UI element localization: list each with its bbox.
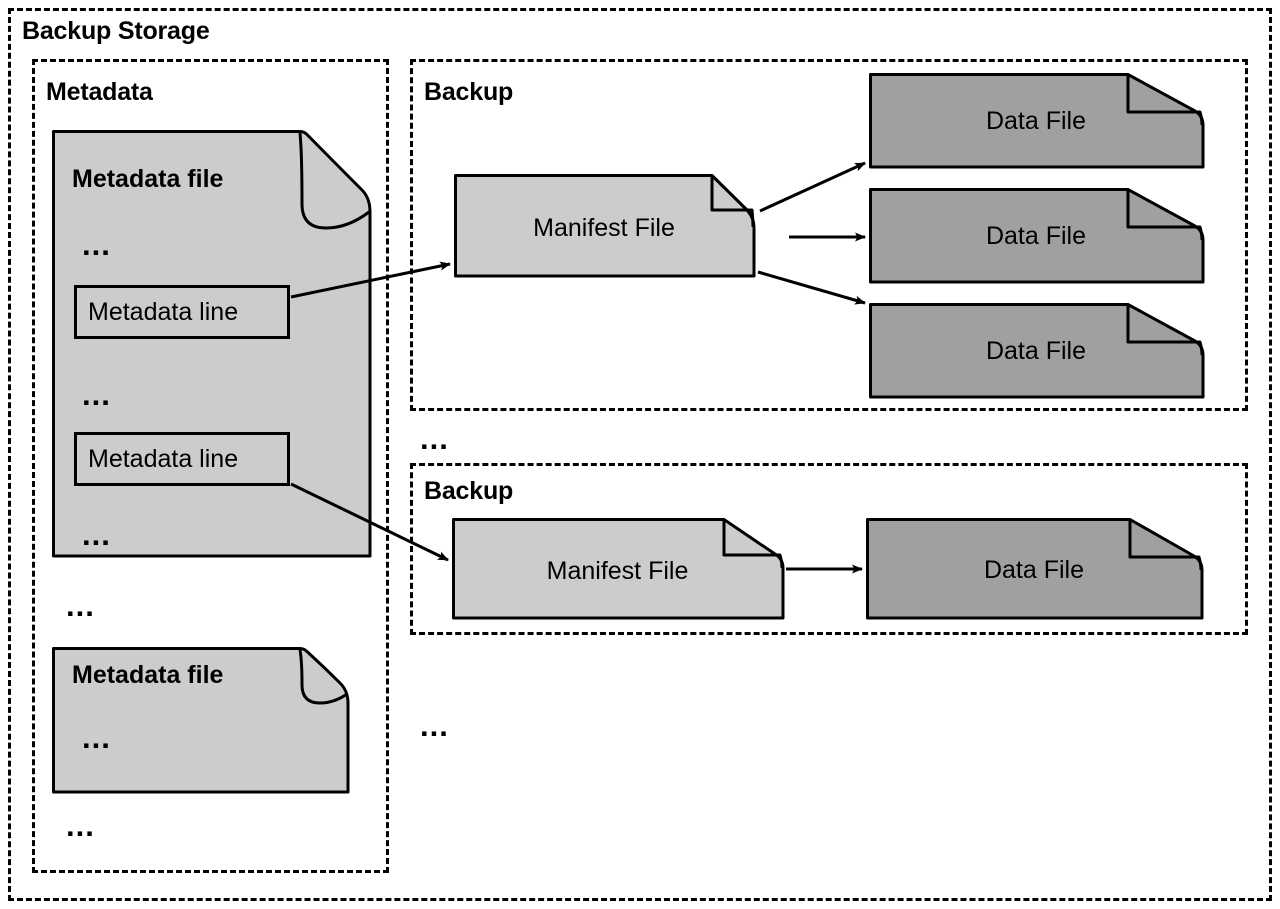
data-file-2: Data File (869, 188, 1209, 284)
data-file-4-label: Data File (983, 556, 1085, 584)
metadata-file-2-shape (52, 647, 350, 794)
metadata-ellipsis-between-files: ... (66, 588, 95, 623)
metadata-file-1: Metadata file ... Metadata line ... Meta… (52, 130, 374, 558)
metadata-file-2-ellipsis-1: ... (82, 720, 111, 755)
manifest-file-2-label: Manifest File (546, 557, 689, 585)
metadata-line-1-label: Metadata line (88, 297, 239, 326)
metadata-file-2-label: Metadata file (72, 661, 224, 689)
data-file-3-label: Data File (985, 337, 1087, 365)
data-file-2-label: Data File (985, 222, 1087, 250)
data-file-3-shape (869, 303, 1205, 399)
metadata-line-2-label: Metadata line (88, 444, 239, 473)
manifest-file-2: Manifest File (452, 518, 787, 620)
ellipsis-after-backups: ... (420, 708, 449, 743)
metadata-file-1-ellipsis-1: ... (82, 227, 111, 262)
backup-2-title: Backup (424, 477, 514, 505)
data-file-4: Data File (866, 518, 1206, 620)
manifest-file-2-shape (452, 518, 785, 620)
data-file-1-shape (869, 73, 1205, 169)
metadata-line-2: Metadata line (74, 432, 290, 486)
metadata-file-1-label: Metadata file (72, 165, 224, 193)
metadata-file-1-ellipsis-3: ... (82, 517, 111, 552)
data-file-1-label: Data File (985, 107, 1087, 135)
data-file-2-shape (869, 188, 1205, 284)
metadata-title: Metadata (46, 78, 153, 106)
metadata-file-1-ellipsis-2: ... (82, 377, 111, 412)
data-file-4-shape (866, 518, 1204, 620)
metadata-file-1-shape (52, 130, 372, 558)
metadata-container (32, 59, 389, 873)
data-file-3: Data File (869, 303, 1209, 399)
data-file-1: Data File (869, 73, 1209, 169)
backup-container-1 (410, 59, 1248, 411)
metadata-ellipsis-after-files: ... (66, 808, 95, 843)
metadata-line-1: Metadata line (74, 285, 290, 339)
manifest-file-1: Manifest File (454, 174, 789, 278)
backup-1-title: Backup (424, 78, 514, 106)
backup-storage-container (8, 8, 1272, 901)
backup-storage-title: Backup Storage (22, 17, 210, 45)
ellipsis-between-backups: ... (420, 421, 449, 456)
metadata-file-2: Metadata file ... (52, 647, 374, 794)
manifest-file-1-label: Manifest File (533, 214, 675, 242)
manifest-file-1-shape (454, 174, 756, 278)
